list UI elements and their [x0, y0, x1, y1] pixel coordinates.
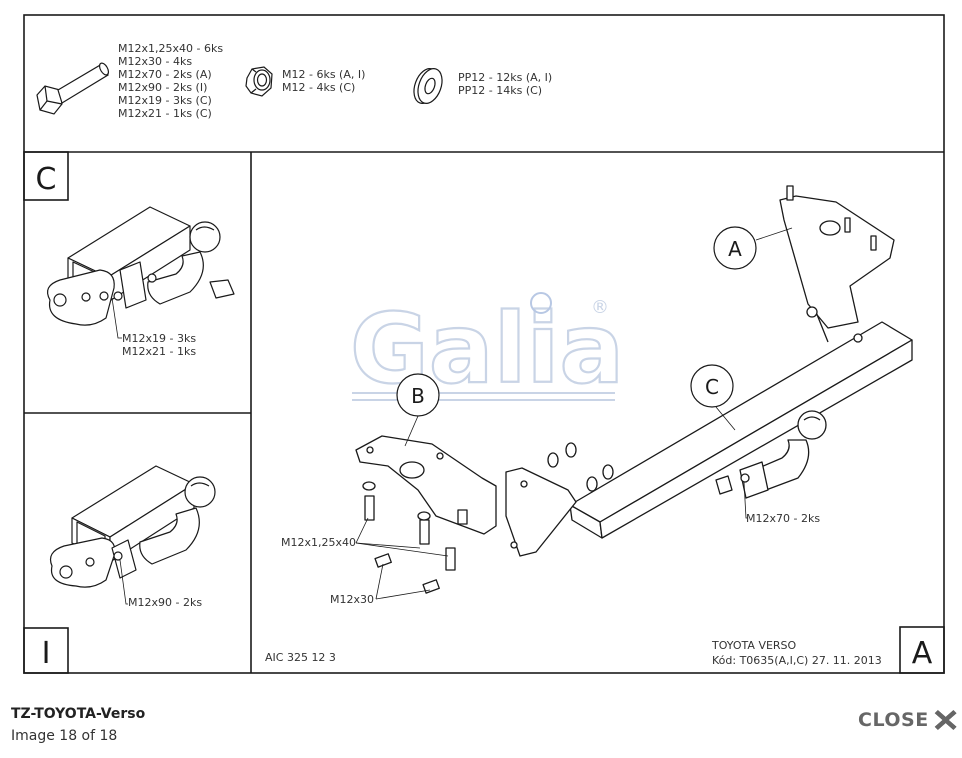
bolt-label-short: M12x30: [330, 593, 374, 606]
bolt-spec: M12x1,25x40 - 6ks: [118, 42, 223, 55]
panel-c-detail: [47, 206, 235, 326]
towbar-assembly-drawing: C I A M12x1,25x40 - 6ks M12x30 - 4ks M12…: [23, 14, 945, 674]
drawing-code-date: Kód: T0635(A,I,C) 27. 11. 2013: [712, 654, 882, 667]
callout-b: B: [396, 373, 440, 447]
callout-a-letter: A: [728, 237, 742, 261]
watermark-text: Galia: [350, 293, 624, 405]
panel-i-detail: [49, 465, 216, 588]
image-counter: Image 18 of 18: [11, 728, 118, 744]
callout-c-letter: C: [705, 375, 719, 399]
galia-watermark: Galia ®: [349, 292, 625, 406]
nut-spec: M12 - 6ks (A, I): [282, 68, 365, 81]
image-title: TZ-TOYOTA-Verso: [11, 706, 146, 722]
washer-spec: PP12 - 12ks (A, I): [458, 71, 552, 84]
nut-icon: [245, 66, 273, 97]
watermark-registered: ®: [591, 297, 609, 318]
washer-icon: [413, 68, 443, 104]
nut-spec: M12 - 4ks (C): [282, 81, 355, 94]
callout-c: C: [690, 364, 736, 431]
drawing-code: AIC 325 12 3: [265, 651, 336, 664]
vehicle-name: TOYOTA VERSO: [711, 639, 797, 652]
close-icon: [934, 709, 957, 731]
close-button[interactable]: CLOSE: [858, 706, 958, 734]
bolt-spec: M12x21 - 1ks (C): [118, 107, 212, 120]
panel-c-letter: C: [36, 162, 57, 197]
panel-i-letter: I: [42, 636, 51, 671]
panel-c-labels: M12x19 - 3ks M12x21 - 1ks: [122, 332, 196, 358]
callout-b-letter: B: [411, 384, 425, 408]
drawing-frame: [23, 14, 945, 674]
callout-a: A: [713, 226, 793, 270]
bolt-spec: M12x30 - 4ks: [118, 55, 192, 68]
main-panel-letter: A: [912, 636, 933, 671]
bolt-spec: M12x70 - 2ks (A): [118, 68, 212, 81]
bolt-spec: M12x90 - 2ks (I): [118, 81, 207, 94]
crossbar-assembly: [355, 185, 913, 594]
bolt-spec: M12x19 - 3ks (C): [118, 94, 212, 107]
ball-bolt-label: M12x70 - 2ks: [746, 512, 820, 525]
panel-c-bolt-label: M12x21 - 1ks: [122, 345, 196, 358]
washer-spec: PP12 - 14ks (C): [458, 84, 542, 97]
washers-list: PP12 - 12ks (A, I) PP12 - 14ks (C): [458, 71, 552, 97]
panel-c-bolt-label: M12x19 - 3ks: [122, 332, 196, 345]
close-label: CLOSE: [858, 709, 929, 731]
bolts-list: M12x1,25x40 - 6ks M12x30 - 4ks M12x70 - …: [118, 42, 223, 120]
nuts-list: M12 - 6ks (A, I) M12 - 4ks (C): [282, 68, 365, 94]
panel-i-bolt-label: M12x90 - 2ks: [128, 596, 202, 609]
bolt-icon: [36, 62, 110, 115]
bolt-label-long: M12x1,25x40: [281, 536, 356, 549]
